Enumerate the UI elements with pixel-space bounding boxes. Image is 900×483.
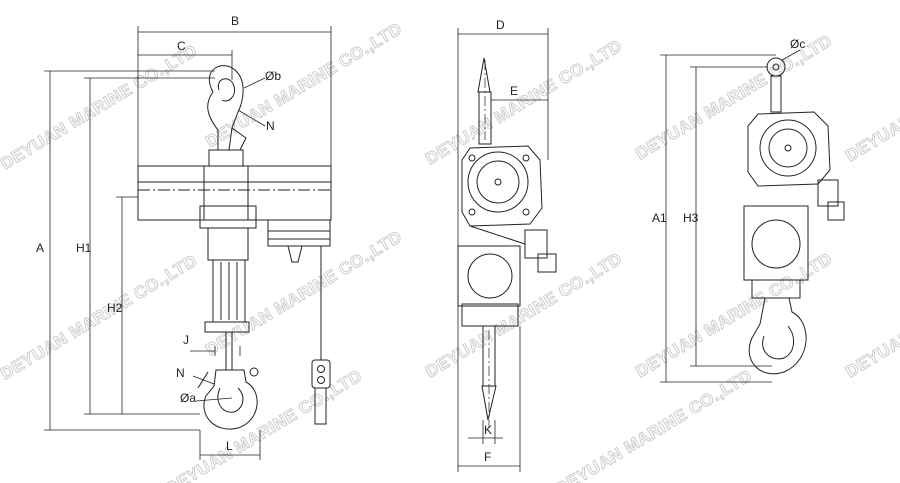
dim-label-K: K [484,423,492,437]
watermark: DEYUAN MARINE CO.,LTD [842,33,900,165]
dim-label-H2: H2 [107,301,123,315]
watermark: DEYUAN MARINE CO.,LTD [202,227,405,359]
front-dimensions [44,26,332,460]
dim-label-phi-b: Øb [265,69,281,83]
watermark: DEYUAN MARINE CO.,LTD [842,249,900,381]
dim-label-H3: H3 [683,211,699,225]
watermark: DEYUAN MARINE CO.,LTD [162,366,365,483]
dim-label-B: B [231,14,239,28]
top-hook [207,65,244,151]
side-view: D E K F [457,18,557,472]
watermark: DEYUAN MARINE CO.,LTD [422,249,625,381]
side-dimensions [457,28,549,472]
gearbox-housing [461,145,543,227]
bottom-hook [203,369,258,430]
motor-body [137,165,332,221]
watermark: DEYUAN MARINE CO.,LTD [202,19,405,151]
dim-label-F: F [484,450,491,464]
watermark: DEYUAN MARINE CO.,LTD [422,36,625,168]
dim-label-E: E [510,84,518,98]
dim-label-A: A [36,241,44,255]
dim-label-N-top: N [266,119,275,133]
front-view: B C Øb N A H1 H2 J N Øa L [36,14,332,460]
dim-label-D: D [496,18,505,32]
watermark: DEYUAN MARINE CO.,LTD [0,251,200,383]
watermark: DEYUAN MARINE CO.,LTD [552,366,755,483]
dim-label-J: J [183,333,189,347]
watermark-group: DEYUAN MARINE CO.,LTD DEYUAN MARINE CO.,… [0,19,900,483]
dim-label-C: C [177,39,186,53]
watermark: DEYUAN MARINE CO.,LTD [0,41,200,173]
alt-view: Øc A1 H3 [652,37,845,383]
dim-label-A1: A1 [652,211,667,225]
dim-label-phi-a: Øa [180,391,196,405]
dim-label-phi-c: Øc [790,37,805,51]
alt-bottom-hook [748,297,807,375]
watermark: DEYUAN MARINE CO.,LTD [632,249,835,381]
dim-label-L: L [226,439,233,453]
dim-label-H1: H1 [76,241,92,255]
alt-dimensions [660,49,801,383]
dim-label-N-bottom: N [176,366,185,380]
